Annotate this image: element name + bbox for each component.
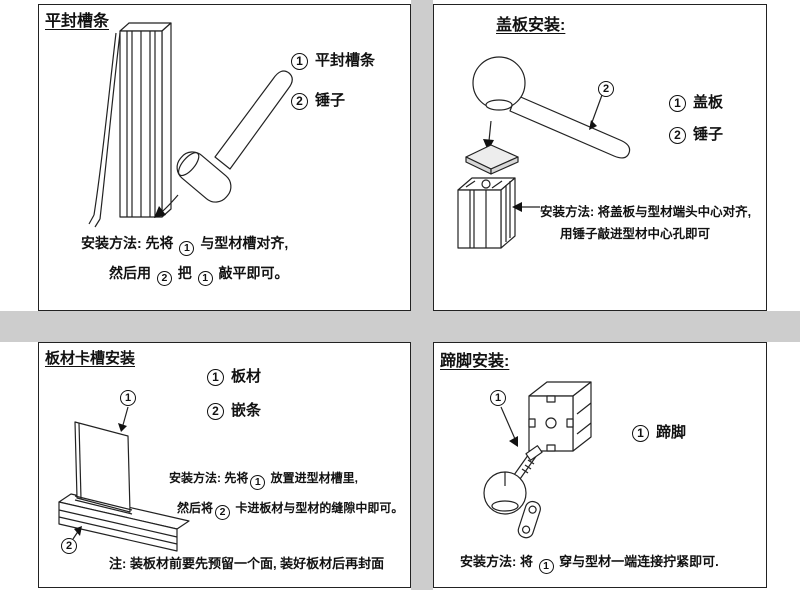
note-line: 注: 装板材前要先预留一个面, 装好板材后再封面 bbox=[109, 556, 385, 571]
instruction-line: 安装方法: 将 1 穿与型材一端连接拧紧即可. bbox=[460, 554, 719, 574]
legend-label: 蹄脚 bbox=[656, 424, 687, 441]
mallet-drawing bbox=[472, 56, 631, 159]
instruction-line: 安装方法: 将盖板与型材端头中心对齐, bbox=[540, 205, 752, 219]
cover-plate-illustration bbox=[457, 56, 631, 249]
legend-number-icon: 1 bbox=[632, 421, 649, 442]
legend-item: 2 锤子 bbox=[669, 123, 723, 144]
instruction-line: 安装方法: 先将 1 与型材槽对齐, bbox=[81, 235, 289, 256]
threaded-stem-drawing bbox=[513, 445, 543, 480]
foot-illustration bbox=[483, 381, 592, 539]
legend-number-icon: 1 bbox=[291, 49, 308, 70]
marker-2-badge: 2 bbox=[598, 81, 614, 97]
profile-drawing bbox=[119, 22, 172, 218]
legend-label: 平封槽条 bbox=[315, 52, 376, 69]
legend-label: 盖板 bbox=[693, 94, 724, 111]
insert-strip-drawing bbox=[74, 495, 133, 515]
mallet-drawing bbox=[176, 70, 293, 203]
marker2-leader-line bbox=[72, 526, 82, 540]
rail-profile-drawing bbox=[58, 493, 190, 552]
vertical-divider bbox=[411, 0, 433, 590]
marker1-leader-line bbox=[500, 406, 518, 447]
legend-item: 1 平封槽条 bbox=[291, 49, 375, 70]
marker-1-badge: 1 bbox=[490, 390, 506, 406]
down-arrow-icon bbox=[483, 120, 494, 151]
legend-item: 1 蹄脚 bbox=[632, 421, 686, 442]
flat-seal-illustration bbox=[88, 22, 293, 228]
hit-arrow-icon bbox=[154, 194, 179, 218]
panel-title: 平封槽条 bbox=[45, 13, 110, 30]
marker-2-badge: 2 bbox=[61, 538, 77, 554]
marker-leader-line bbox=[589, 94, 603, 130]
legend-number-icon: 1 bbox=[207, 365, 224, 386]
panel-foot-install: 蹄脚安装: bbox=[433, 342, 767, 588]
panel-title: 板材卡槽安装 bbox=[45, 350, 136, 367]
board-slot-illustration bbox=[58, 406, 190, 552]
legend-label: 锤子 bbox=[693, 126, 724, 143]
foot-pad-drawing bbox=[483, 471, 527, 515]
instruction-line: 然后用 2 把 1 敲平即可。 bbox=[109, 265, 289, 286]
panel-title: 蹄脚安装: bbox=[440, 353, 510, 370]
legend-label: 板材 bbox=[231, 368, 262, 385]
legend-item: 1 板材 bbox=[207, 365, 261, 386]
marker1-leader-line bbox=[118, 406, 129, 432]
seal-strip-drawing bbox=[88, 32, 121, 228]
legend-label: 锤子 bbox=[315, 92, 346, 109]
profile-drawing bbox=[528, 381, 592, 452]
panel-board-slot: 板材卡槽安装 1 板材 2 嵌条 bbox=[38, 342, 411, 588]
instruction-line: 用锤子敲进型材中心孔即可 bbox=[560, 227, 711, 241]
cover-plate-drawing bbox=[465, 144, 519, 175]
legend-number-icon: 2 bbox=[669, 123, 686, 144]
legend-label: 嵌条 bbox=[231, 402, 262, 419]
legend-item: 1 盖板 bbox=[669, 91, 723, 112]
profile-drawing bbox=[457, 177, 516, 249]
panel-flat-seal-strip: 平封槽条 bbox=[38, 4, 411, 311]
panel-title: 盖板安装: bbox=[496, 17, 566, 34]
link-piece-drawing bbox=[517, 500, 541, 539]
panel-cover-plate: 盖板安装: bbox=[433, 4, 767, 311]
legend-number-icon: 2 bbox=[207, 399, 224, 420]
legend-number-icon: 2 bbox=[291, 89, 308, 110]
left-arrow-icon bbox=[512, 202, 540, 212]
horizontal-divider bbox=[0, 311, 800, 342]
legend-item: 2 锤子 bbox=[291, 89, 345, 110]
marker-1-badge: 1 bbox=[120, 390, 136, 406]
board-sheet-drawing bbox=[74, 421, 131, 513]
legend-number-icon: 1 bbox=[669, 91, 686, 112]
legend-item: 2 嵌条 bbox=[207, 399, 261, 420]
